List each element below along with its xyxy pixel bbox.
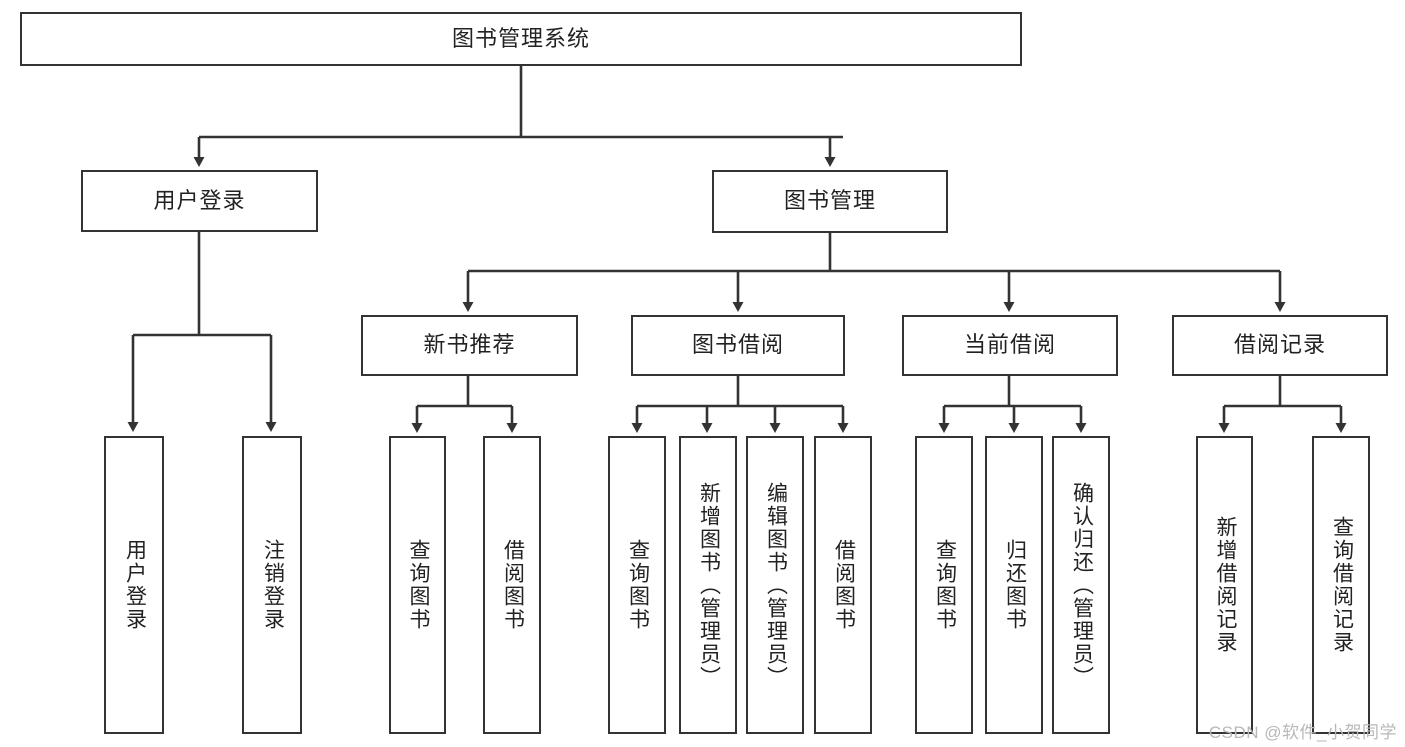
node-leaf-add-record-label: 新增借阅记录 (1213, 516, 1237, 654)
node-leaf-confirm-return[interactable]: 确认归还（管理员） (1052, 436, 1110, 734)
node-leaf-user-login[interactable]: 用户登录 (104, 436, 164, 734)
node-leaf-query-book-2[interactable]: 查询图书 (608, 436, 666, 734)
node-leaf-add-book-label: 新增图书（管理员） (697, 481, 721, 689)
node-user-login[interactable]: 用户登录 (81, 170, 318, 232)
node-leaf-query-book-1-label: 查询图书 (406, 539, 430, 631)
node-leaf-borrow-book-2-label: 借阅图书 (832, 539, 856, 631)
node-new-book-recommend[interactable]: 新书推荐 (361, 315, 578, 376)
node-book-borrow-label: 图书借阅 (691, 332, 784, 358)
node-leaf-add-book[interactable]: 新增图书（管理员） (679, 436, 737, 734)
node-borrow-record[interactable]: 借阅记录 (1172, 315, 1388, 376)
node-leaf-borrow-book-1-label: 借阅图书 (501, 539, 525, 631)
node-leaf-query-record[interactable]: 查询借阅记录 (1312, 436, 1370, 734)
node-leaf-user-login-label: 用户登录 (123, 539, 147, 631)
node-leaf-query-book-3-label: 查询图书 (933, 539, 957, 631)
node-current-borrow-label: 当前借阅 (963, 332, 1056, 358)
node-leaf-edit-book-label: 编辑图书（管理员） (764, 481, 788, 689)
node-leaf-query-book-1[interactable]: 查询图书 (389, 436, 446, 734)
node-leaf-confirm-return-label: 确认归还（管理员） (1070, 481, 1094, 689)
node-root-label: 图书管理系统 (451, 25, 590, 51)
node-leaf-query-book-2-label: 查询图书 (626, 539, 650, 631)
node-leaf-user-logout-label: 注销登录 (261, 539, 285, 631)
node-leaf-query-book-3[interactable]: 查询图书 (915, 436, 973, 734)
node-leaf-edit-book[interactable]: 编辑图书（管理员） (746, 436, 804, 734)
node-new-book-recommend-label: 新书推荐 (423, 332, 516, 358)
node-leaf-borrow-book-2[interactable]: 借阅图书 (814, 436, 872, 734)
node-leaf-add-record[interactable]: 新增借阅记录 (1196, 436, 1253, 734)
node-leaf-return-book-label: 归还图书 (1003, 539, 1027, 631)
node-leaf-user-logout[interactable]: 注销登录 (242, 436, 302, 734)
node-borrow-record-label: 借阅记录 (1233, 332, 1326, 358)
node-user-login-label: 用户登录 (153, 187, 246, 213)
watermark-text: CSDN @软件_小贺同学 (1208, 723, 1397, 742)
node-book-manage-label: 图书管理 (783, 188, 876, 214)
node-book-manage[interactable]: 图书管理 (712, 170, 948, 233)
node-root[interactable]: 图书管理系统 (20, 12, 1022, 66)
node-book-borrow[interactable]: 图书借阅 (631, 315, 845, 376)
node-current-borrow[interactable]: 当前借阅 (902, 315, 1118, 376)
node-leaf-query-record-label: 查询借阅记录 (1330, 516, 1354, 654)
node-leaf-return-book[interactable]: 归还图书 (985, 436, 1043, 734)
node-leaf-borrow-book-1[interactable]: 借阅图书 (483, 436, 541, 734)
